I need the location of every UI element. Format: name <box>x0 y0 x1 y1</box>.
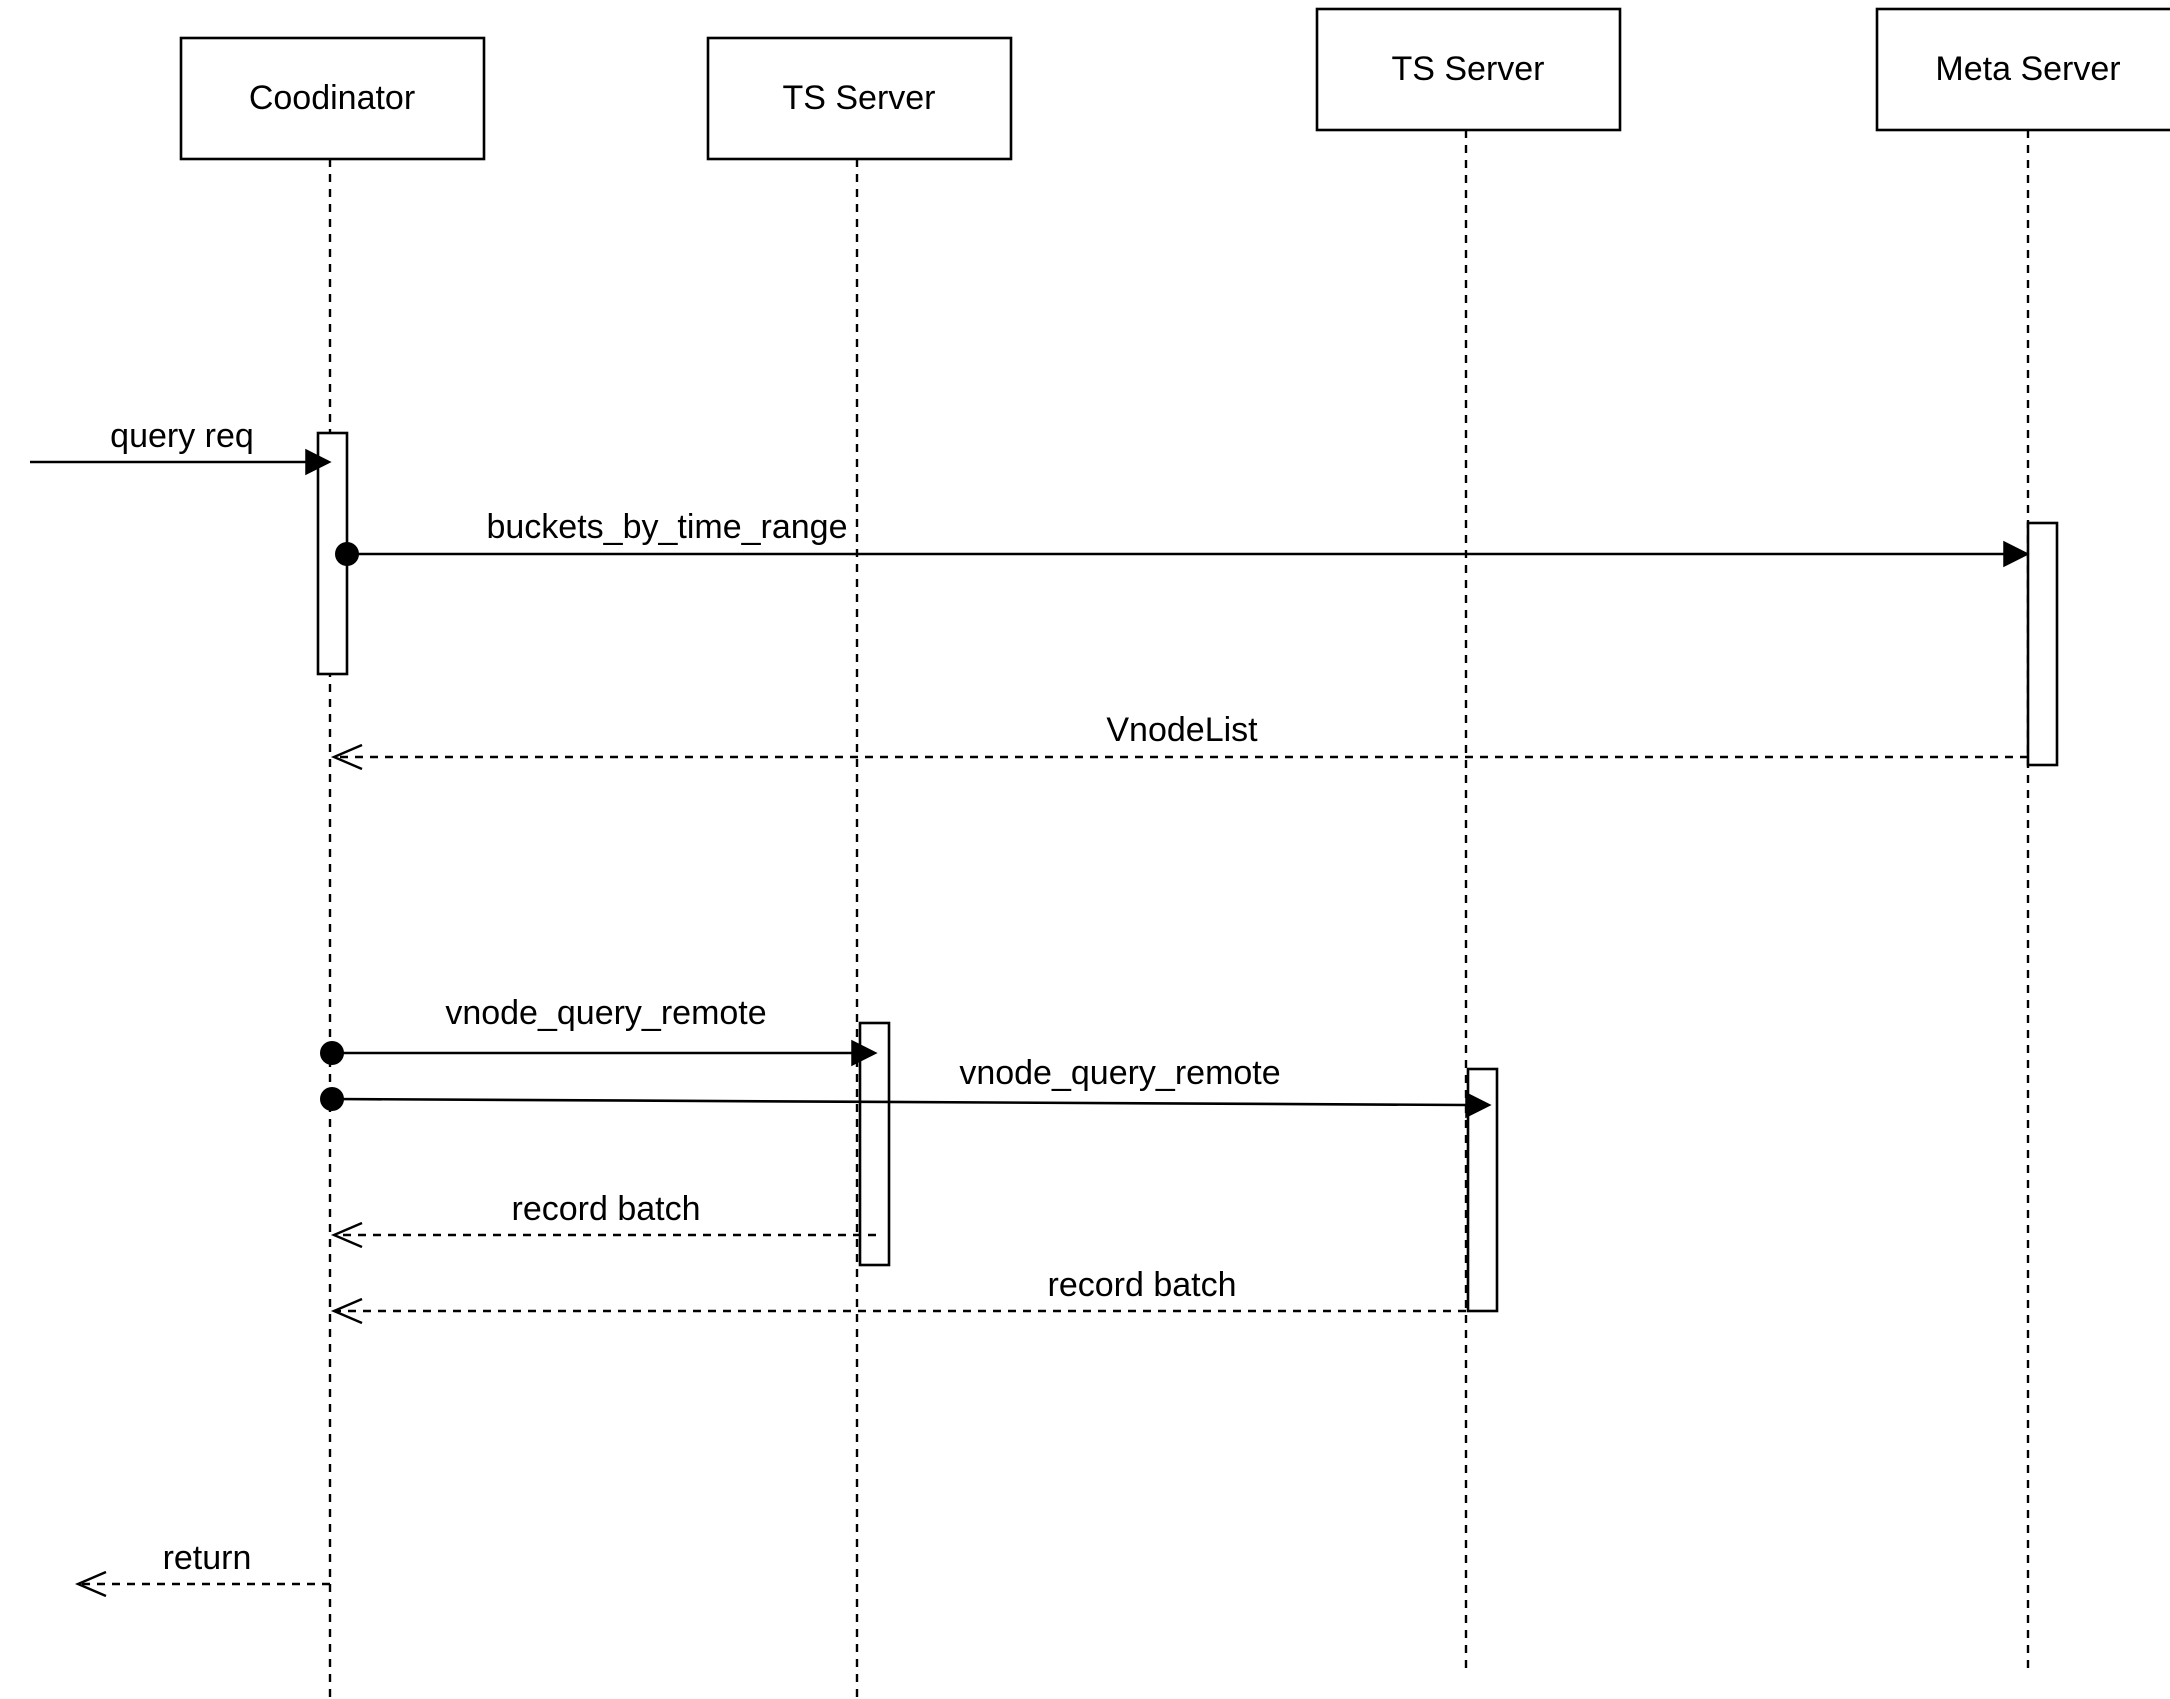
activation-ts-server-1 <box>858 1021 891 1267</box>
message-return: return <box>74 1539 330 1598</box>
message-record-batch-2: record batch <box>330 1266 1466 1325</box>
participant-ts-server-1[interactable]: TS Server <box>706 36 1013 161</box>
message-label: query req <box>110 417 254 455</box>
message-label: vnode_query_remote <box>959 1054 1280 1092</box>
message-vnode-query-remote-2: vnode_query_remote <box>320 1054 1492 1119</box>
arrowhead <box>1465 1091 1492 1119</box>
participant-label: TS Server <box>782 79 935 117</box>
participant-label: Coodinator <box>249 79 415 117</box>
arrowhead <box>851 1039 878 1067</box>
participant-ts-server-2[interactable]: TS Server <box>1315 7 1622 132</box>
participant-label: TS Server <box>1391 50 1544 88</box>
message-label: VnodeList <box>1106 711 1258 749</box>
open-arrowhead <box>330 1221 363 1249</box>
arrowhead <box>2003 540 2030 568</box>
message-label: vnode_query_remote <box>445 994 766 1032</box>
message-buckets-by-time-range: buckets_by_time_range <box>335 508 2030 568</box>
open-arrowhead <box>74 1570 107 1598</box>
message-vnode-query-remote-1: vnode_query_remote <box>320 994 878 1067</box>
participant-meta-server[interactable]: Meta Server <box>1875 7 2170 132</box>
message-query-req: query req <box>30 417 332 476</box>
participant-coordinator[interactable]: Coodinator <box>179 36 486 161</box>
message-label: record batch <box>512 1190 701 1228</box>
participant-label: Meta Server <box>1935 50 2120 88</box>
arrowhead <box>305 448 332 476</box>
message-vnodelist: VnodeList <box>330 711 2028 771</box>
activation-meta-server <box>2026 521 2059 767</box>
message-label: return <box>163 1539 252 1577</box>
message-label: record batch <box>1048 1266 1237 1304</box>
open-arrowhead <box>330 743 363 771</box>
message-label: buckets_by_time_range <box>486 508 847 546</box>
open-arrowhead <box>330 1297 363 1325</box>
message-record-batch-1: record batch <box>330 1190 876 1249</box>
